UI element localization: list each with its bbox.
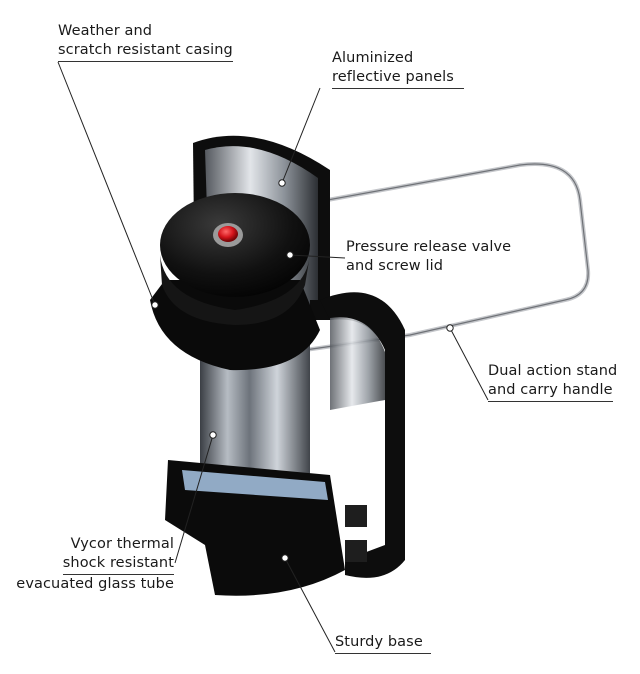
front-casing <box>320 292 405 578</box>
leader-dots <box>151 179 454 562</box>
base <box>165 460 345 596</box>
label-reflective-panels: Aluminized reflective panels <box>332 49 464 89</box>
label-casing: Weather and scratch resistant casing <box>58 22 233 62</box>
label-carry-handle: Dual action stand and carry handle <box>488 362 617 402</box>
label-sturdy-base: Sturdy base <box>335 633 431 654</box>
screw-lid <box>150 193 320 371</box>
label-pressure-valve: Pressure release valve and screw lid <box>346 239 512 274</box>
carry-handle <box>270 162 591 384</box>
pressure-valve <box>218 226 238 242</box>
label-glass-tube: Vycor thermal shock resistant evacuated … <box>16 536 174 592</box>
leader-lines <box>57 61 489 653</box>
